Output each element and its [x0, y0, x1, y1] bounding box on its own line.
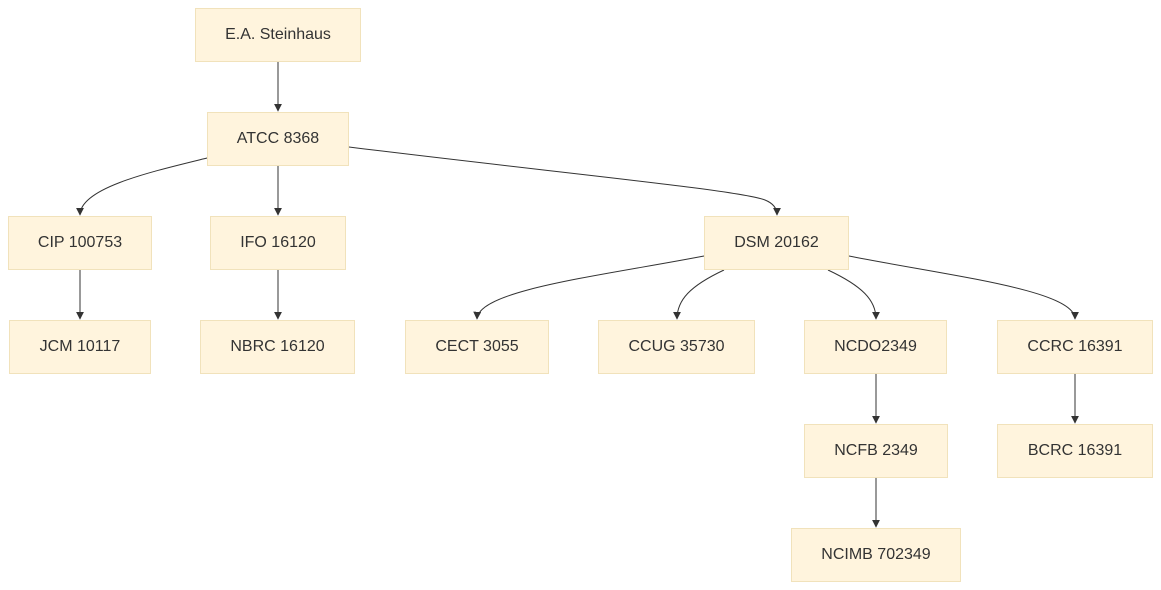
node-atcc-8368: ATCC 8368 [207, 112, 349, 166]
edge-dsm-ccrc [848, 255, 1079, 320]
node-jcm-10117: JCM 10117 [9, 320, 151, 374]
node-dsm-20162: DSM 20162 [704, 216, 849, 270]
node-ifo-16120: IFO 16120 [210, 216, 346, 270]
node-cip-100753: CIP 100753 [8, 216, 152, 270]
node-steinhaus: E.A. Steinhaus [195, 8, 361, 62]
node-nbrc-16120: NBRC 16120 [200, 320, 355, 374]
node-ccug-35730: CCUG 35730 [598, 320, 755, 374]
edge-atcc-cip [76, 157, 208, 216]
node-ccrc-16391: CCRC 16391 [997, 320, 1153, 374]
edge-atcc-dsm [348, 146, 781, 216]
node-ncfb-2349: NCFB 2349 [804, 424, 948, 478]
edge-dsm-cect [473, 255, 705, 320]
edge-dsm-ncdo [827, 269, 880, 320]
node-cect-3055: CECT 3055 [405, 320, 549, 374]
node-ncdo2349: NCDO2349 [804, 320, 947, 374]
edge-dsm-ccug [673, 269, 725, 320]
node-bcrc-16391: BCRC 16391 [997, 424, 1153, 478]
node-ncimb-702349: NCIMB 702349 [791, 528, 961, 582]
